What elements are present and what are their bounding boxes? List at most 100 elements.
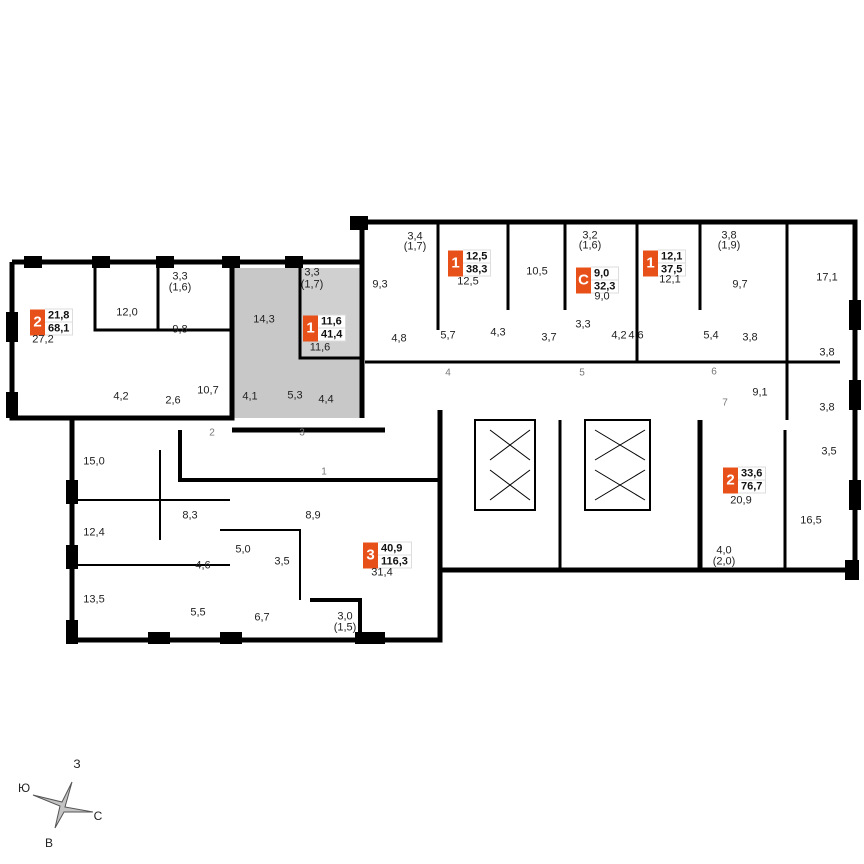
apartment-type: С (576, 267, 591, 293)
room-area: 31,4 (371, 566, 393, 579)
room-area: 5,5 (190, 606, 206, 619)
room-area: 4,1 (242, 390, 258, 403)
room-area: 5,7 (440, 329, 456, 342)
living-area: 33,6 (738, 468, 766, 481)
room-area: 12,0 (116, 306, 138, 319)
room-area: 4,2 (611, 329, 627, 342)
room-area: 4,6 (195, 559, 211, 572)
room-area: 4,6 (628, 329, 644, 342)
total-area: 68,1 (48, 322, 70, 335)
room-area: 10,7 (197, 384, 219, 397)
apartment-type: 1 (303, 315, 318, 341)
room-area: 4,2 (113, 390, 129, 403)
compass-south: Ю (17, 781, 31, 795)
balcony-area-reduced: (1,9) (717, 239, 741, 252)
living-area: 12,1 (658, 251, 686, 264)
room-area: 12,4 (83, 526, 105, 539)
balcony-area-reduced: (1,6) (168, 281, 192, 294)
room-area: 9,3 (372, 278, 388, 291)
living-area: 12,5 (463, 251, 491, 264)
room-area: 8,9 (305, 509, 321, 522)
total-area: 116,3 (381, 555, 408, 568)
balcony-area: 3,4 (407, 230, 423, 243)
balcony-area: 3,3 (304, 266, 320, 279)
room-area: 3,7 (541, 331, 557, 344)
room-area: 11,6 (309, 341, 331, 354)
room-area: 15,0 (83, 455, 105, 468)
living-area: 21,8 (45, 310, 73, 323)
room-area: 27,2 (32, 333, 54, 346)
room-area: 3,5 (821, 445, 837, 458)
balcony-area-reduced: (1,6) (578, 239, 602, 252)
balcony-area-reduced: (1,7) (403, 240, 427, 253)
entrance-number: 1 (321, 466, 327, 478)
total-area: 32,3 (594, 280, 616, 293)
room-area: 5,0 (235, 543, 251, 556)
total-area: 41,4 (321, 328, 343, 341)
room-area: 4,8 (391, 332, 407, 345)
compass-east: В (44, 836, 54, 850)
entrance-number: 7 (722, 397, 728, 409)
room-area: 5,3 (287, 389, 303, 402)
entrance-number: 4 (445, 367, 451, 379)
total-area: 37,5 (661, 263, 683, 276)
room-area: 9,7 (732, 278, 748, 291)
room-area: 3,5 (274, 555, 290, 568)
room-area: 17,1 (816, 271, 838, 284)
entrance-number: 5 (579, 367, 585, 379)
apartment-type: 2 (723, 467, 738, 493)
room-area: 6,7 (254, 611, 270, 624)
room-area: 16,5 (800, 514, 822, 527)
living-area: 40,9 (378, 543, 411, 556)
balcony-area: 3,8 (721, 229, 737, 242)
apartment-type: 2 (30, 309, 45, 335)
compass-north: С (93, 809, 103, 823)
apartment-type: 1 (643, 250, 658, 276)
balcony-area-reduced: (1,7) (300, 278, 324, 291)
room-area: 3,8 (819, 346, 835, 359)
room-area: 13,5 (83, 593, 105, 606)
apartment-type: 3 (363, 542, 378, 568)
total-area: 38,3 (466, 263, 488, 276)
balcony-area: 3,2 (582, 229, 598, 242)
entrance-number: 3 (299, 427, 305, 439)
pillars (6, 216, 861, 644)
room-area: 3,3 (575, 318, 591, 331)
balcony-area-reduced: (1,5) (333, 621, 357, 634)
balcony-area-reduced: (2,0) (712, 555, 736, 568)
entrance-number: 2 (209, 427, 215, 439)
room-area: 5,4 (703, 329, 719, 342)
elevator-shafts (489, 429, 646, 501)
room-area: 9,8 (172, 323, 188, 336)
room-area: 4,3 (490, 326, 506, 339)
compass-star-icon (32, 781, 94, 829)
compass-west: З (73, 757, 81, 771)
room-area: 20,9 (730, 494, 752, 507)
balcony-area: 3,3 (172, 270, 188, 283)
room-area: 2,6 (165, 394, 181, 407)
room-area: 8,3 (182, 509, 198, 522)
balcony-area: 4,0 (716, 544, 732, 557)
room-area: 12,5 (457, 275, 479, 288)
apartment-type: 1 (448, 250, 463, 276)
total-area: 76,7 (741, 480, 763, 493)
room-area: 9,0 (594, 290, 610, 303)
room-area: 12,1 (659, 273, 681, 286)
room-area: 10,5 (526, 265, 548, 278)
living-area: 9,0 (591, 268, 619, 281)
room-area: 9,1 (752, 386, 768, 399)
balcony-area: 3,0 (337, 610, 353, 623)
room-area: 4,4 (318, 393, 334, 406)
entrance-number: 6 (711, 366, 717, 378)
room-area: 3,8 (819, 401, 835, 414)
living-area: 11,6 (318, 316, 346, 329)
